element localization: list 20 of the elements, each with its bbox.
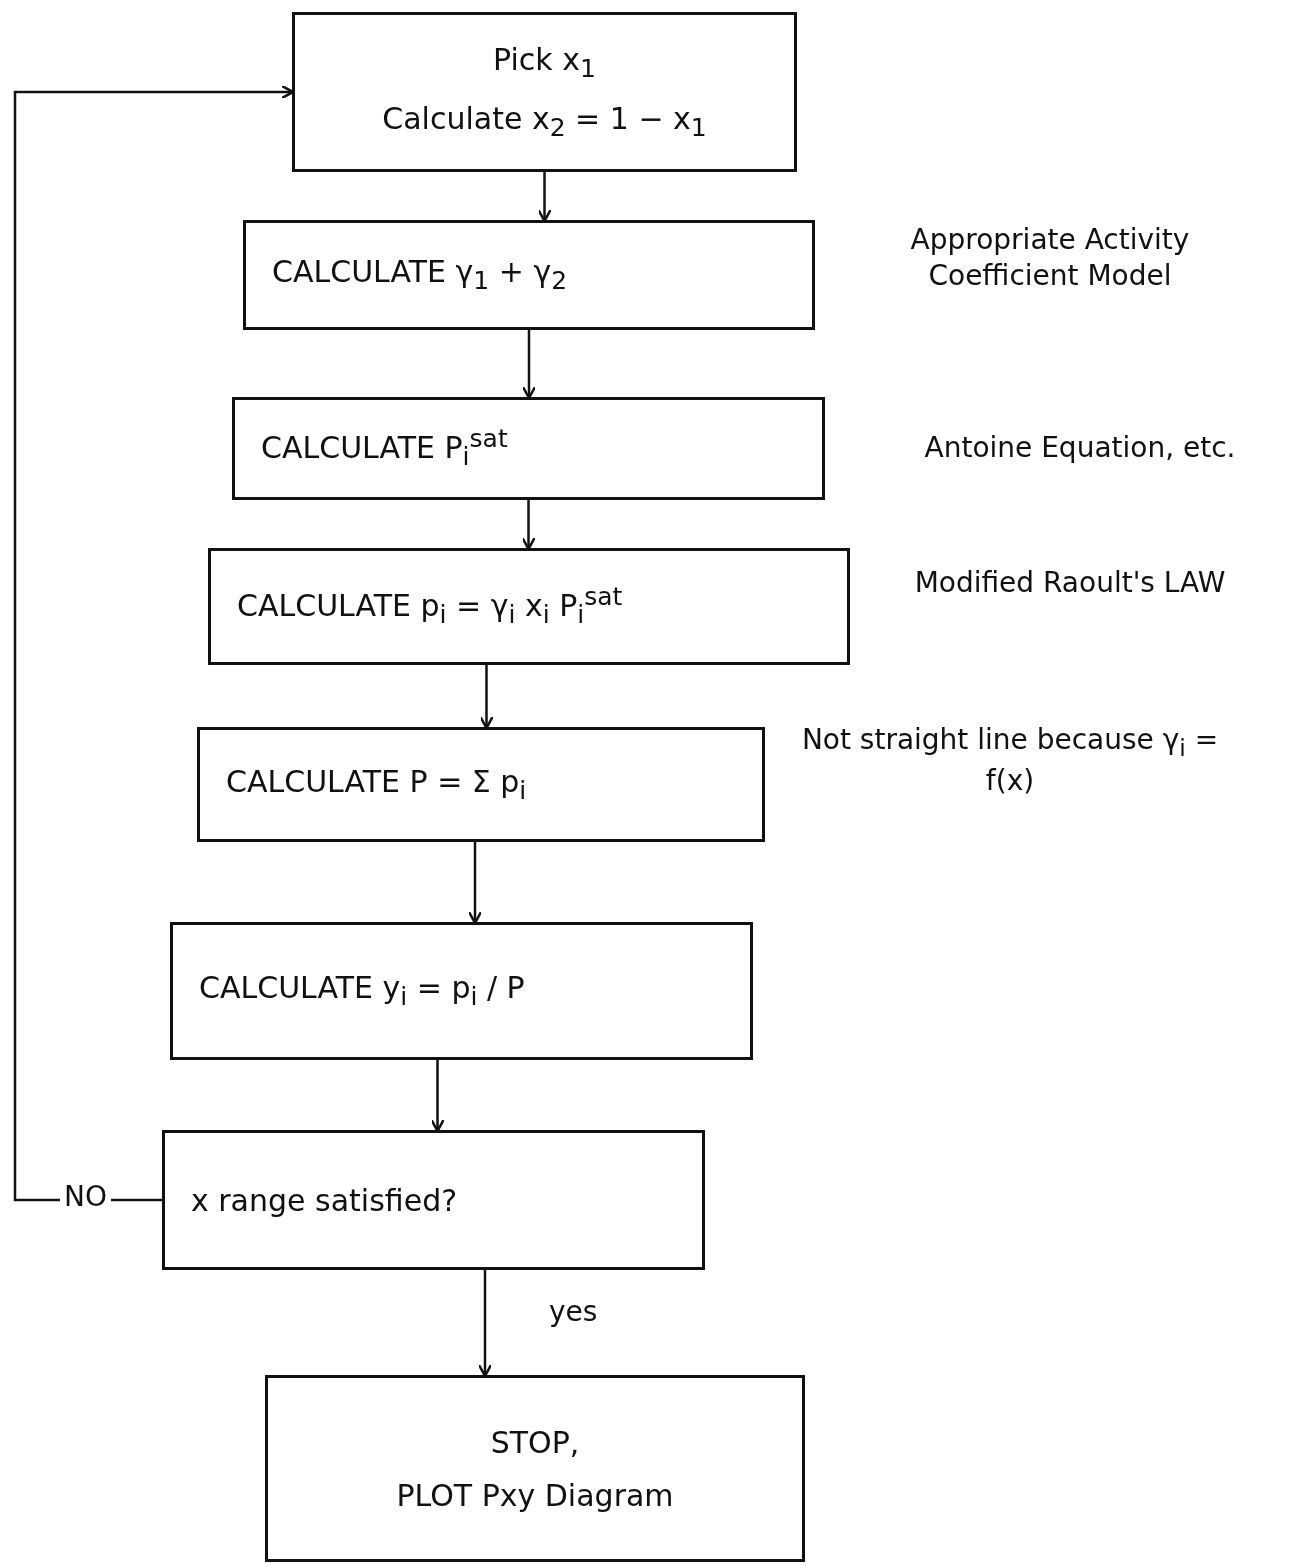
side-note: Appropriate Activity Coefficient Model — [909, 222, 1191, 295]
box-text: x range satisfied? — [191, 1181, 458, 1220]
box-text: Calculate x$_{2}$ = 1 − x$_{1}$ — [382, 100, 707, 144]
process-box — [265, 1375, 805, 1562]
process-box — [170, 922, 753, 1060]
process-box — [162, 1130, 705, 1270]
box-text: CALCULATE P = Σ p$_{i}$ — [226, 762, 527, 807]
side-note: Not straight line because γ$_{i}$ = f(x) — [800, 722, 1220, 799]
process-box — [197, 727, 765, 842]
box-text: PLOT Pxy Diagram — [396, 1476, 674, 1515]
side-note: Antoine Equation, etc. — [923, 430, 1237, 466]
box-text: CALCULATE y$_{i}$ = p$_{i}$ / P — [199, 969, 525, 1014]
box-text: STOP, — [490, 1423, 580, 1462]
process-box — [292, 12, 797, 172]
process-box — [243, 220, 815, 330]
process-box — [232, 397, 825, 500]
box-text: Pick x$_{1}$ — [493, 40, 596, 85]
side-note: Modified Raoult's LAW — [913, 565, 1227, 601]
box-text: CALCULATE γ$_{1}$ + γ$_{2}$ — [272, 253, 568, 298]
process-box — [208, 548, 850, 665]
